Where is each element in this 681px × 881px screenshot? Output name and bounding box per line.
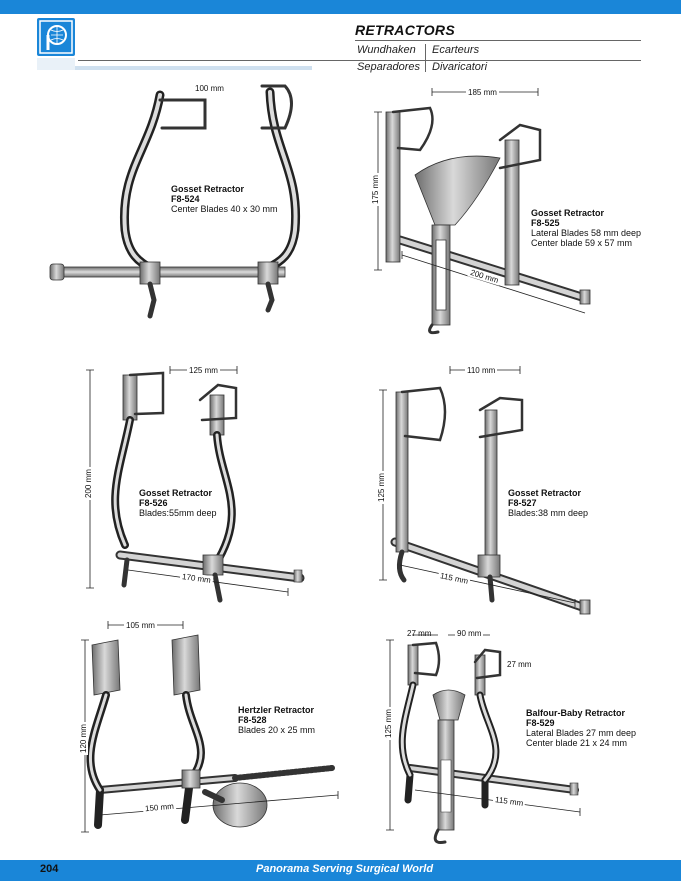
product-label-f8-528: Hertzler Retractor F8-528 Blades 20 x 25… [238,705,316,735]
dim-label: 105 mm [124,621,157,630]
header-accent-rule [75,66,312,70]
lang-italian: Divaricatori [432,61,488,73]
title-rule [355,40,641,41]
dim-label: 185 mm [466,88,499,97]
dimension-lines [81,88,586,833]
page-title: RETRACTORS [355,22,455,38]
dim-label: 125 mm [377,471,386,504]
retractor-f8-525-drawing [385,106,591,335]
logo-underline [37,58,75,70]
page-number: 204 [40,863,59,875]
logo-mark-icon [39,20,73,54]
lang-spanish: Separadores [357,61,420,73]
retractor-f8-526-drawing [111,371,305,603]
product-label-f8-524: Gosset Retractor F8-524 Center Blades 40… [171,184,278,214]
language-rule [78,60,641,61]
dim-label: 110 mm [465,366,498,375]
footer-banner [0,860,681,881]
product-label-f8-527: Gosset Retractor F8-527 Blades:38 mm dee… [508,488,589,518]
dim-label: 125 mm [384,707,393,740]
retractor-f8-529-drawing [398,641,579,844]
language-divider [425,44,426,72]
footer-tagline: Panorama Serving Surgical World [256,863,434,875]
retractor-f8-527-drawing [390,386,591,615]
dim-label: 175 mm [371,173,380,206]
product-label-f8-525: Gosset Retractor F8-525 Lateral Blades 5… [531,208,642,248]
dim-label: 200 mm [84,467,93,500]
product-label-f8-529: Balfour-Baby Retractor F8-529 Lateral Bl… [526,708,637,748]
top-banner [0,0,681,14]
retractor-f8-528-drawing [86,634,335,829]
dim-label: 27 mm [407,629,432,638]
lang-french: Ecarteurs [432,44,480,56]
dim-label: 90 mm [455,629,484,638]
lang-german: Wundhaken [357,44,416,56]
dim-label: 27 mm [507,660,532,669]
retractor-f8-524-drawing [49,84,301,319]
dim-label: 100 mm [195,84,224,93]
dim-label: 125 mm [187,366,220,375]
product-label-f8-526: Gosset Retractor F8-526 Blades:55mm deep [139,488,217,518]
brand-logo [37,18,75,56]
dim-label: 120 mm [79,722,88,755]
